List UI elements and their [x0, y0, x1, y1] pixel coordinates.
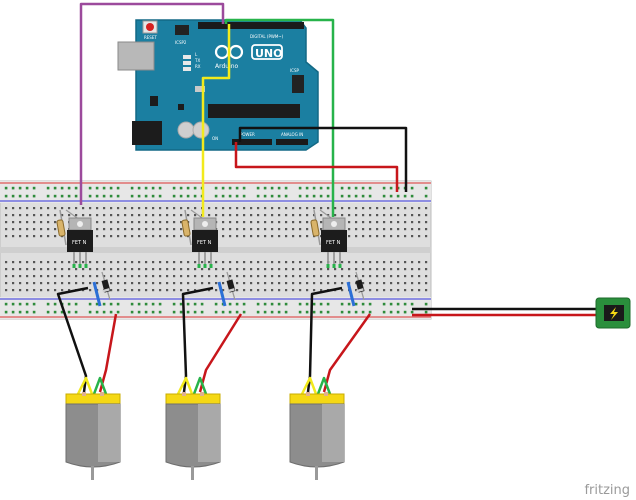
breadboard-holes	[4, 186, 428, 314]
icsp-label: ICSP	[290, 68, 300, 73]
analog-label: ANALOG IN	[281, 132, 303, 137]
dc-motor	[165, 392, 221, 480]
rx-label: RX	[195, 64, 201, 69]
black-wire-motor	[181, 286, 214, 393]
arduino-brand-text: Arduino	[215, 63, 239, 70]
usb-connector	[117, 41, 155, 71]
resistor	[310, 209, 335, 246]
red-wire-motor	[98, 313, 118, 393]
driver-stages: FET N FET N FET N	[56, 209, 365, 307]
black-wire-motor	[56, 286, 89, 393]
arduino-uno-board: RESET ICSP2 DIGITAL (PWM~) L TX RX UNO A…	[117, 19, 319, 151]
mosfet-label: FET N	[326, 240, 341, 246]
mosfet-label: FET N	[197, 240, 212, 246]
reset-button	[146, 23, 154, 31]
dc-power-jack	[595, 297, 631, 329]
analog-header	[276, 139, 308, 145]
resistor	[181, 209, 206, 246]
purple-wire	[79, 2, 225, 205]
icsp2-label: ICSP2	[175, 40, 187, 45]
red-wire-motor	[322, 313, 372, 393]
mosfet-transistor: FET N	[192, 217, 218, 268]
dc-motor	[65, 392, 121, 480]
l-label: L	[195, 52, 198, 57]
uno-logo-text: UNO	[255, 47, 283, 60]
capacitor	[177, 121, 195, 139]
power-jack-connector	[132, 121, 162, 145]
mosfet-transistor: FET N	[321, 217, 347, 268]
red-wire-motor	[198, 313, 243, 393]
black-wire-ground	[238, 126, 408, 192]
digital-header	[198, 22, 304, 29]
breadboard	[0, 180, 432, 320]
yellow-wire	[201, 24, 231, 217]
black-wire-motor	[306, 286, 343, 393]
on-label: ON	[212, 136, 218, 141]
diode	[346, 271, 365, 307]
tx-label: TX	[194, 58, 200, 63]
diode	[217, 271, 236, 307]
reset-label: RESET	[144, 35, 157, 40]
mosfet-label: FET N	[72, 240, 87, 246]
resistor	[56, 209, 81, 246]
dc-motor	[289, 392, 345, 480]
red-wire-power	[234, 142, 399, 192]
atmega-chip	[208, 104, 300, 118]
power-header	[232, 139, 272, 145]
mosfet-transistor: FET N	[67, 217, 93, 268]
green-wire	[224, 18, 335, 217]
digital-label: DIGITAL (PWM~)	[250, 34, 284, 39]
icsp2-header: ICSP2	[175, 25, 189, 45]
wires	[56, 2, 598, 395]
motor-wires	[56, 286, 372, 395]
motors	[65, 392, 345, 480]
icsp-header: ICSP	[290, 68, 304, 93]
capacitor	[192, 121, 210, 139]
lightning-icon	[610, 307, 618, 320]
power-label: POWER	[240, 132, 255, 137]
fritzing-watermark: fritzing	[584, 483, 630, 498]
